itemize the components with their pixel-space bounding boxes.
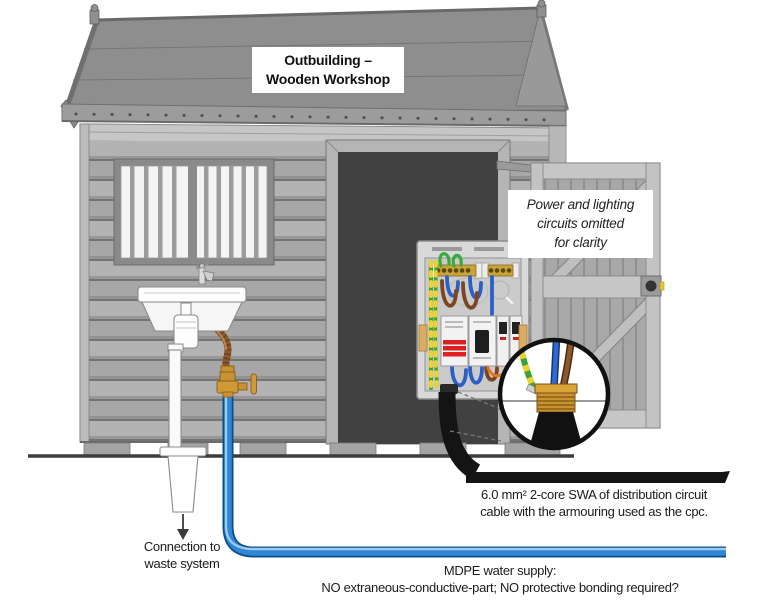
clarity-note-line3: for clarity	[554, 235, 607, 250]
clarity-note-line2: circuits omitted	[537, 216, 624, 231]
outbuilding-label-line1: Outbuilding –	[284, 52, 372, 68]
outbuilding-label-line2: Wooden Workshop	[265, 71, 391, 87]
water-caption-line2: NO extraneous-conductive-part; NO protec…	[321, 580, 679, 595]
swa-cable	[438, 391, 730, 483]
waste-caption-line1: Connection to	[143, 539, 221, 554]
consumer-unit	[416, 240, 530, 400]
clarity-note-label: Power and lighting circuits omitted for …	[508, 190, 653, 258]
waste-pipe-underground	[167, 455, 199, 513]
waste-connection-caption: Connection to waste system	[121, 539, 243, 572]
roof-finial-right	[536, 0, 547, 18]
brass-gland	[534, 383, 578, 413]
magnifier-leader-lines	[449, 391, 504, 442]
waste-pipe	[168, 349, 182, 449]
outbuilding-label: Outbuilding – Wooden Workshop	[252, 47, 404, 93]
water-pipe	[222, 394, 726, 558]
terminal-bars	[428, 262, 520, 279]
door-handle	[640, 275, 665, 297]
unit-wiring	[429, 252, 508, 390]
valve-handle	[250, 373, 257, 395]
swa-caption-line1: 6.0 mm² 2-core SWA of distribution circu…	[480, 487, 708, 502]
water-caption-line1: MDPE water supply:	[443, 563, 557, 578]
clarity-note-line1: Power and lighting	[526, 197, 635, 212]
basin	[137, 286, 247, 303]
gland-detail-magnifier	[497, 337, 611, 451]
swa-cable-caption: 6.0 mm² 2-core SWA of distribution circu…	[450, 487, 738, 520]
water-supply-caption: MDPE water supply: NO extraneous-conduct…	[279, 562, 721, 596]
window	[113, 158, 275, 266]
sink	[137, 262, 247, 513]
swa-cable-sheath	[528, 412, 584, 448]
cable-gland-entry	[440, 384, 458, 394]
stop-valve	[216, 365, 257, 398]
corner-trim-left	[79, 123, 90, 443]
shed-base	[28, 442, 574, 458]
tap	[195, 262, 215, 285]
waste-caption-line2: waste system	[144, 555, 220, 571]
swa-caption-line2: cable with the armouring used as the cpc…	[480, 503, 708, 519]
down-arrow-icon	[177, 514, 189, 540]
waste-trap	[167, 302, 199, 353]
roof-finial-left	[89, 4, 100, 25]
breaker-row	[440, 315, 523, 367]
